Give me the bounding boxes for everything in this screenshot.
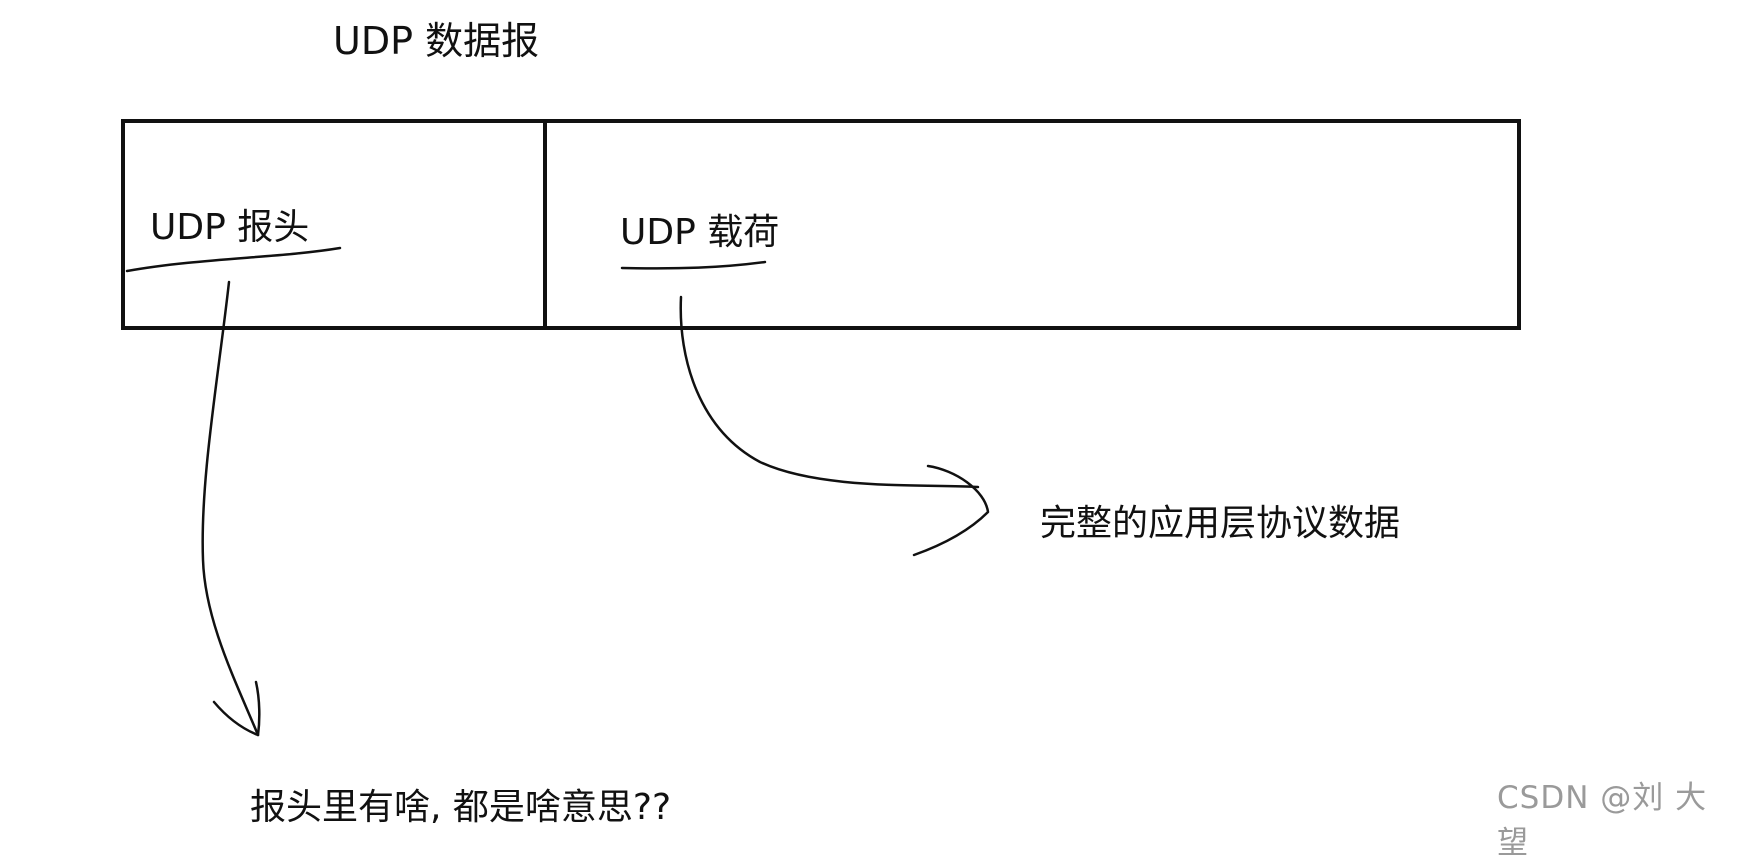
payload-description: 完整的应用层协议数据 bbox=[1040, 503, 1401, 544]
udp-header-label: UDP 报头 bbox=[150, 207, 310, 248]
header-arrow-head bbox=[212, 680, 261, 737]
datagram-box bbox=[121, 119, 1521, 330]
header-arrow-line bbox=[201, 280, 260, 737]
header-question: 报头里有啥, 都是啥意思?? bbox=[250, 787, 672, 828]
udp-datagram-diagram bbox=[121, 119, 1521, 737]
csdn-watermark: CSDN @刘 大 望 bbox=[1497, 780, 1708, 861]
diagram-title: UDP 数据报 bbox=[333, 19, 540, 63]
header-underline bbox=[125, 246, 342, 273]
payload-arrow-line bbox=[679, 295, 980, 489]
payload-arrow-head bbox=[912, 464, 990, 557]
udp-payload-label: UDP 载荷 bbox=[620, 212, 780, 253]
payload-underline bbox=[620, 260, 767, 270]
